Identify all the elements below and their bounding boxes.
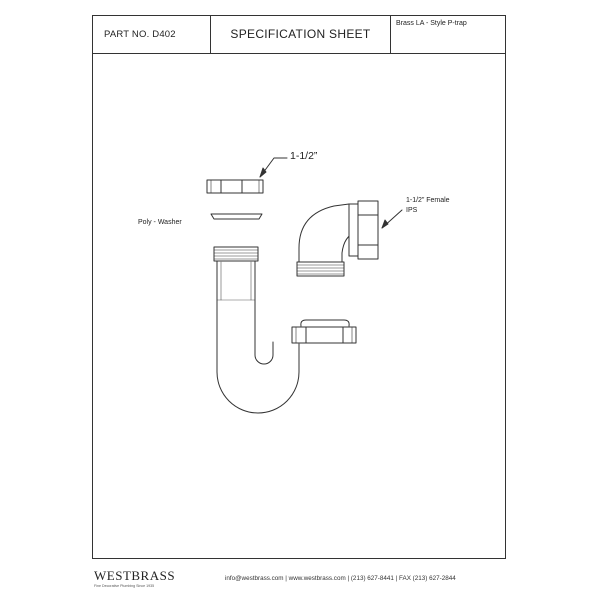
title-cell: SPECIFICATION SHEET <box>211 16 391 54</box>
part-number: PART NO. D402 <box>104 29 176 40</box>
description-cell: Brass LA - Style P-trap <box>391 16 507 54</box>
female-ips-label: 1-1/2” Female <box>406 197 450 204</box>
trap-body <box>213 246 300 414</box>
brand-logo: WESTBRASS <box>94 568 176 583</box>
header-row: PART NO. D402 SPECIFICATION SHEET Brass … <box>93 16 505 54</box>
poly-washer <box>210 213 263 220</box>
brand-tagline: Fine Decorative Plumbing Since 1935 <box>94 584 155 588</box>
spec-sheet-frame: PART NO. D402 SPECIFICATION SHEET Brass … <box>92 15 506 559</box>
ips-label: IPS <box>406 207 418 214</box>
nut-size-label: 1-1/2” <box>290 150 318 162</box>
lower-slip-nut <box>291 319 357 344</box>
sheet-title: SPECIFICATION SHEET <box>230 27 371 41</box>
poly-washer-label: Poly - Washer <box>138 219 182 226</box>
nut-leader-arrow <box>259 167 267 178</box>
contact-info: info@westbrass.com | www.westbrass.com |… <box>225 575 456 582</box>
slip-nut <box>206 179 264 194</box>
elbow-fitting <box>296 200 379 277</box>
part-number-cell: PART NO. D402 <box>93 16 211 54</box>
ips-leader-arrow <box>381 219 389 229</box>
product-description: Brass LA - Style P-trap <box>396 20 467 27</box>
